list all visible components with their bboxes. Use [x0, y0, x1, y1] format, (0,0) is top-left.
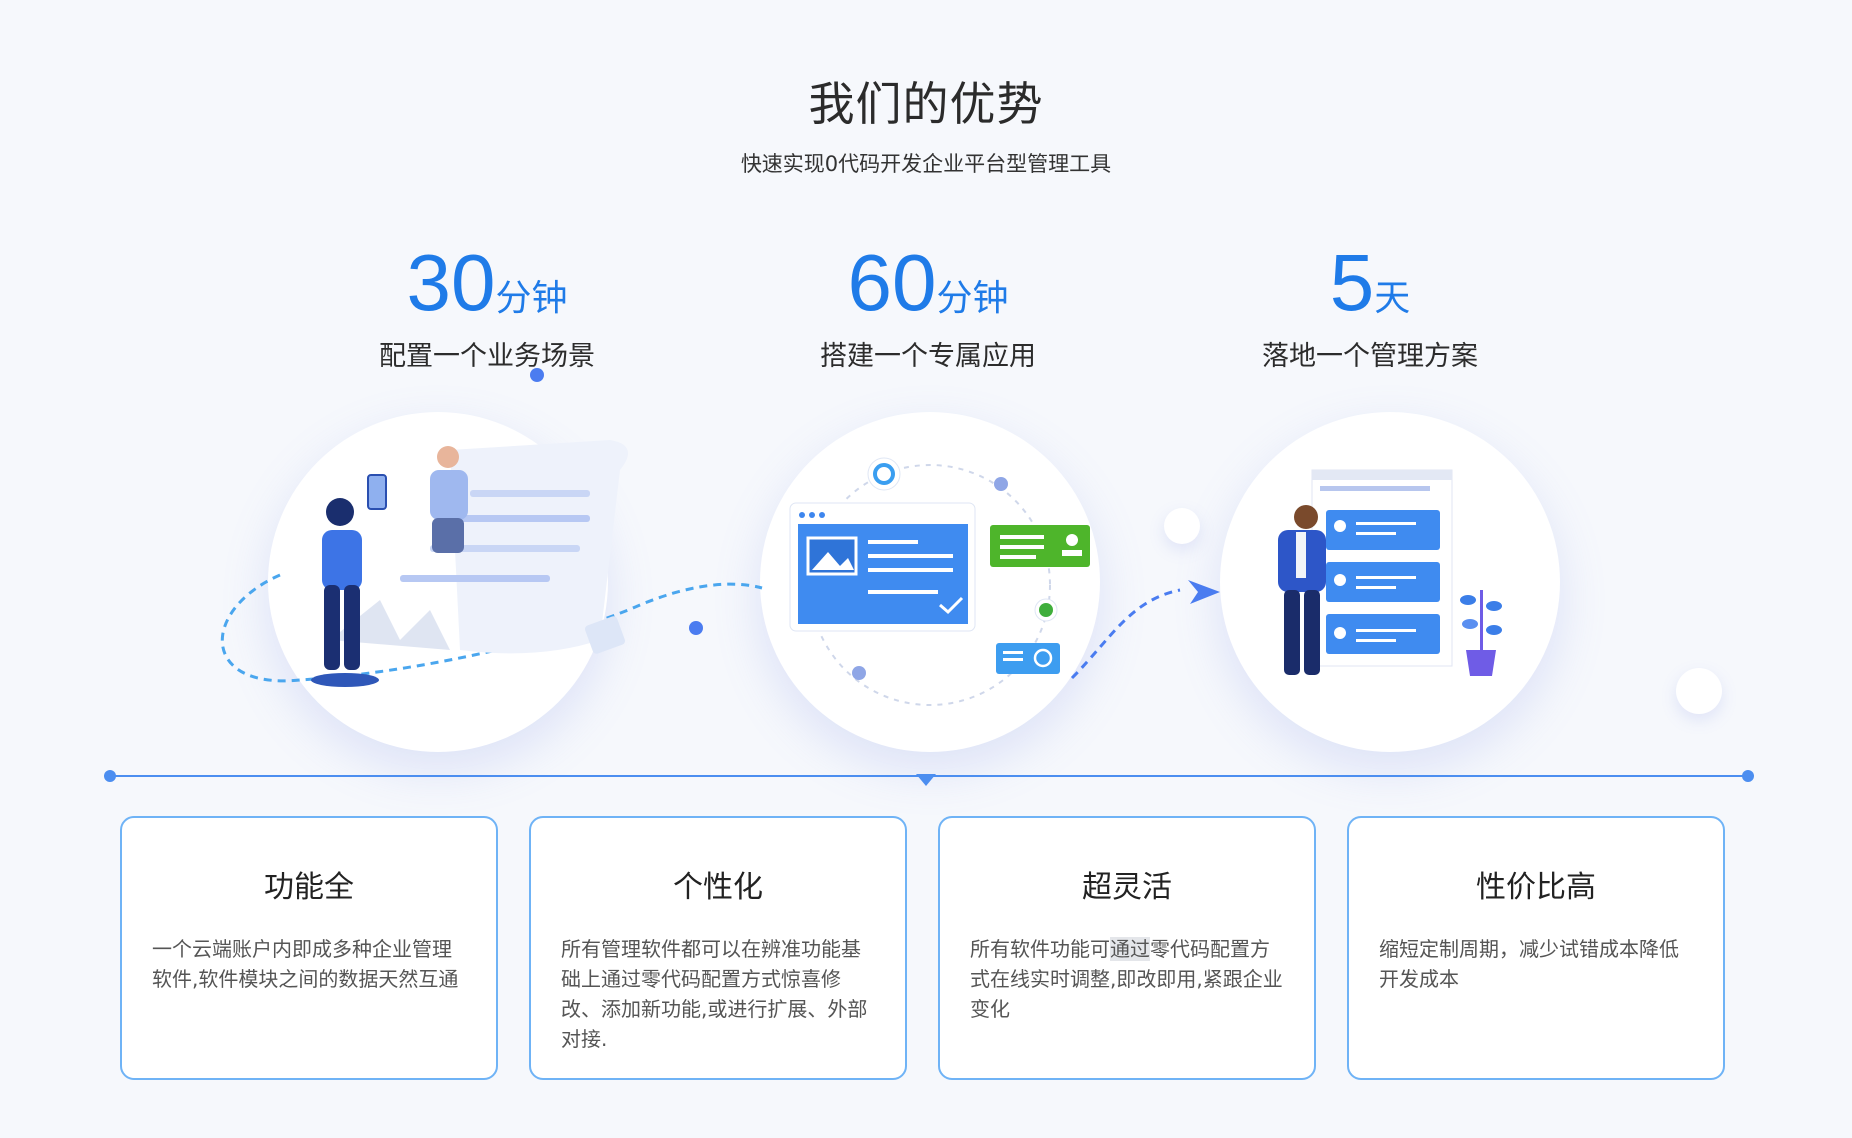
feature-card-flexible: 超灵活 所有软件功能可通过零代码配置方式在线实时调整,即改即用,紧跟企业变化 [938, 816, 1316, 1080]
decorative-bubble [1676, 668, 1722, 714]
stat-desc: 落地一个管理方案 [1262, 341, 1478, 372]
stat-unit: 分钟 [936, 278, 1009, 319]
card-desc: 所有管理软件都可以在辨准功能基础上通过零代码配置方式惊喜修改、添加新功能,或进行… [561, 937, 868, 1051]
node-dot [852, 666, 866, 680]
presenter-figure [1278, 505, 1326, 675]
dashed-flow-path [1070, 588, 1181, 680]
feature-card-complete: 功能全 一个云端账户内即成多种企业管理软件,软件模块之间的数据天然互通 [120, 816, 498, 1080]
stat-desc: 搭建一个专属应用 [820, 341, 1036, 372]
stat-desc: 配置一个业务场景 [379, 341, 595, 372]
dashed-flow-path [220, 573, 763, 683]
decorative-bubble [1164, 508, 1200, 544]
stat-number: 60 [847, 238, 937, 327]
browser-chrome-icon [867, 457, 901, 491]
card-desc: 所有软件功能可通过零代码配置方式在线实时调整,即改即用,紧跟企业变化 [970, 934, 1284, 1024]
stat-unit: 天 [1374, 278, 1411, 319]
woman-figure [311, 474, 387, 687]
man-figure [430, 446, 468, 553]
timeline-pointer [916, 774, 936, 786]
user-card-icon [990, 525, 1090, 567]
path-dot [689, 621, 703, 635]
node-dot [994, 477, 1008, 491]
section-subtitle: 快速实现0代码开发企业平台型管理工具 [740, 152, 1112, 176]
stat-build-app: 60分钟 搭建一个专属应用 [718, 240, 1138, 373]
card-desc: 缩短定制周期，减少试错成本降低开发成本 [1379, 937, 1679, 991]
app-window-illustration [789, 464, 1051, 706]
stat-unit: 分钟 [495, 278, 568, 319]
timeline-start-dot [104, 770, 116, 782]
plant-pot-icon [1460, 590, 1502, 676]
section-title: 我们的优势 [808, 77, 1044, 131]
card-title: 超灵活 [1082, 870, 1172, 905]
document-illustration [330, 440, 628, 654]
stat-config-scenario: 30分钟 配置一个业务场景 [277, 240, 697, 373]
feature-card-personalized: 个性化 所有管理软件都可以在辨准功能基础上通过零代码配置方式惊喜修改、添加新功能… [529, 816, 907, 1080]
ie-browser-icon [1034, 598, 1058, 622]
stat-number: 5 [1329, 238, 1375, 327]
feature-card-cost-effective: 性价比高 缩短定制周期，减少试错成本降低开发成本 [1347, 816, 1725, 1080]
timeline-end-dot [1742, 770, 1754, 782]
stat-number: 30 [406, 238, 496, 327]
card-title: 功能全 [264, 870, 354, 905]
card-desc-highlight: 通过 [1110, 937, 1150, 961]
card-title: 性价比高 [1476, 870, 1596, 905]
stat-landing-plan: 5天 落地一个管理方案 [1160, 240, 1580, 373]
stat-marker-dot [530, 368, 544, 382]
settings-card-icon [996, 643, 1060, 674]
paper-plane-icon [1188, 580, 1220, 604]
card-desc-part: 零代码配置方式在线实时调整,即改即用,紧跟企业变化 [970, 937, 1283, 1021]
dashboard-illustration [1311, 469, 1453, 667]
card-desc-part: 所有软件功能可 [970, 937, 1110, 961]
card-title: 个性化 [673, 870, 763, 905]
card-desc: 一个云端账户内即成多种企业管理软件,软件模块之间的数据天然互通 [152, 937, 459, 991]
